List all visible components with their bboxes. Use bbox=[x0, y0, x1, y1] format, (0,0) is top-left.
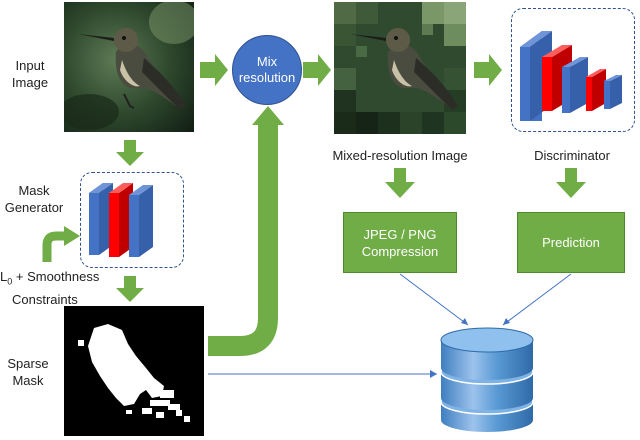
sparse-mask-image bbox=[64, 306, 204, 436]
database bbox=[437, 318, 537, 436]
mix-resolution-node: Mix resolution bbox=[232, 35, 302, 105]
arrow-down-1 bbox=[116, 140, 144, 166]
cnn-layers-icon bbox=[89, 183, 153, 257]
database-icon bbox=[440, 327, 534, 432]
arrow-curved-constraints bbox=[42, 231, 66, 262]
discriminator-label: Discriminator bbox=[534, 148, 610, 163]
input-image bbox=[64, 2, 194, 132]
mask-generator-box bbox=[80, 172, 184, 268]
sparse-mask-label: Sparse Mask bbox=[7, 356, 49, 388]
l0-symbol: L bbox=[0, 269, 8, 284]
arrow-right-2 bbox=[303, 54, 331, 86]
cnn-layers-icon bbox=[520, 31, 622, 121]
constraints-text-1: + Smoothness bbox=[12, 269, 100, 284]
mixed-resolution-image bbox=[334, 2, 466, 134]
mixed-resolution-label: Mixed-resolution Image bbox=[332, 148, 468, 163]
arrow-right-3 bbox=[474, 54, 502, 86]
discriminator-box bbox=[511, 8, 635, 132]
constraints-label: L0 + Smoothness Constraints bbox=[0, 268, 120, 308]
compression-node: JPEG / PNG Compression bbox=[343, 212, 457, 273]
input-image-label: Input Image bbox=[11, 58, 49, 90]
arrow-elbow-mask bbox=[208, 125, 278, 356]
arrow-down-3 bbox=[385, 168, 415, 198]
constraints-text-2: Constraints bbox=[12, 291, 78, 307]
arrow-down-2 bbox=[116, 276, 144, 302]
hummingbird-photo-icon bbox=[64, 2, 194, 132]
prediction-node: Prediction bbox=[517, 212, 625, 273]
pixelated-hummingbird-icon bbox=[334, 2, 466, 134]
mask-generator-label: Mask Generator bbox=[4, 183, 64, 215]
arrow-down-4 bbox=[556, 168, 586, 198]
l0-subscript: 0 bbox=[7, 276, 13, 287]
arrow-right-1 bbox=[200, 54, 228, 86]
binary-mask-icon bbox=[64, 306, 204, 436]
